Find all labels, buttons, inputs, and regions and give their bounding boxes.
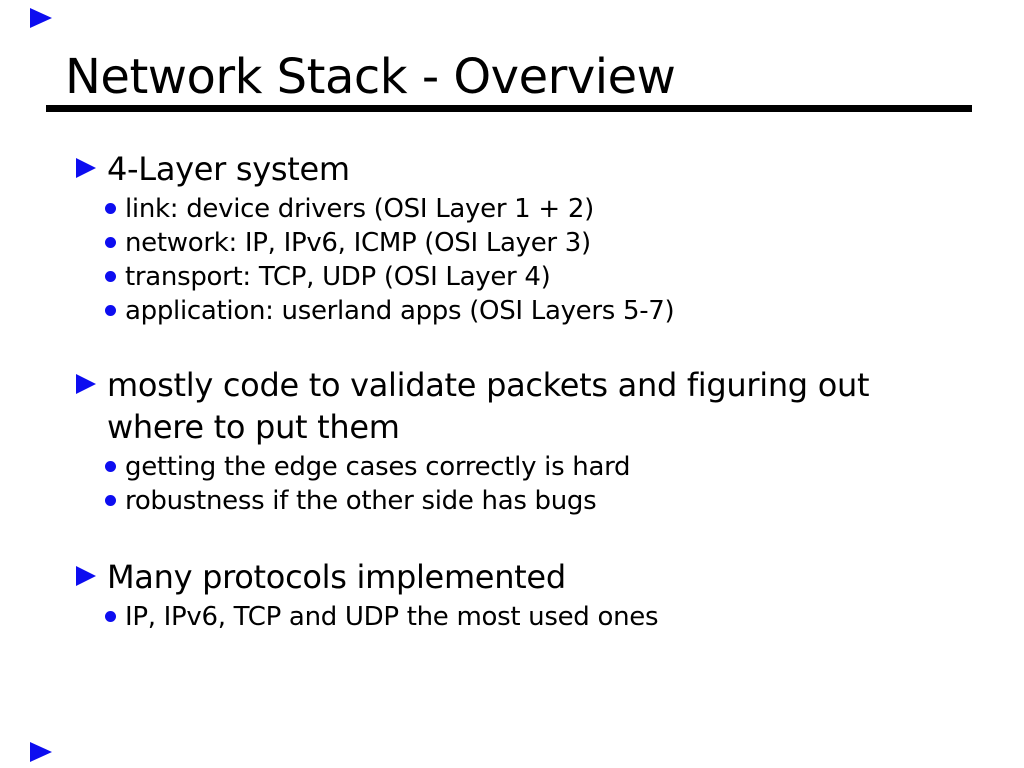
bullet-line: mostly code to validate packets and figu…	[107, 366, 870, 404]
corner-triangle-top-icon	[30, 8, 52, 28]
bullet-group-1: 4-Layer system link: device drivers (OSI…	[76, 148, 976, 328]
bullet-text: 4-Layer system	[107, 148, 350, 190]
dot-bullet-icon	[105, 237, 116, 248]
sub-bullet-text: network: IP, IPv6, ICMP (OSI Layer 3)	[125, 228, 591, 258]
sub-bullet-list: link: device drivers (OSI Layer 1 + 2) n…	[76, 192, 976, 328]
sub-bullet-item: link: device drivers (OSI Layer 1 + 2)	[105, 192, 976, 226]
sub-bullet-text: transport: TCP, UDP (OSI Layer 4)	[125, 262, 551, 292]
sub-bullet-text: application: userland apps (OSI Layers 5…	[125, 296, 675, 326]
slide-title: Network Stack - Overview	[65, 49, 676, 105]
sub-bullet-list: IP, IPv6, TCP and UDP the most used ones	[76, 600, 976, 634]
bullet-text: mostly code to validate packets and figu…	[107, 364, 870, 448]
sub-bullet-list: getting the edge cases correctly is hard…	[76, 450, 976, 518]
bullet-group-2: mostly code to validate packets and figu…	[76, 364, 976, 518]
bullet-line: where to put them	[107, 408, 400, 446]
dot-bullet-icon	[105, 495, 116, 506]
sub-bullet-item: transport: TCP, UDP (OSI Layer 4)	[105, 260, 976, 294]
sub-bullet-item: network: IP, IPv6, ICMP (OSI Layer 3)	[105, 226, 976, 260]
dot-bullet-icon	[105, 305, 116, 316]
dot-bullet-icon	[105, 271, 116, 282]
sub-bullet-text: getting the edge cases correctly is hard	[125, 452, 631, 482]
bullet-line: 4-Layer system	[107, 150, 350, 188]
bullet-group-3: Many protocols implemented IP, IPv6, TCP…	[76, 556, 976, 634]
bullet-item: 4-Layer system	[76, 148, 976, 190]
sub-bullet-text: link: device drivers (OSI Layer 1 + 2)	[125, 194, 594, 224]
sub-bullet-item: application: userland apps (OSI Layers 5…	[105, 294, 976, 328]
title-underline	[46, 105, 972, 112]
sub-bullet-text: IP, IPv6, TCP and UDP the most used ones	[125, 602, 659, 632]
bullet-item: mostly code to validate packets and figu…	[76, 364, 976, 448]
bullet-line: Many protocols implemented	[107, 558, 566, 596]
sub-bullet-item: IP, IPv6, TCP and UDP the most used ones	[105, 600, 976, 634]
sub-bullet-text: robustness if the other side has bugs	[125, 486, 597, 516]
triangle-bullet-icon	[76, 374, 96, 394]
dot-bullet-icon	[105, 461, 116, 472]
dot-bullet-icon	[105, 203, 116, 214]
sub-bullet-item: robustness if the other side has bugs	[105, 484, 976, 518]
triangle-bullet-icon	[76, 566, 96, 586]
dot-bullet-icon	[105, 611, 116, 622]
corner-triangle-bottom-icon	[30, 742, 52, 762]
bullet-item: Many protocols implemented	[76, 556, 976, 598]
sub-bullet-item: getting the edge cases correctly is hard	[105, 450, 976, 484]
triangle-bullet-icon	[76, 158, 96, 178]
bullet-text: Many protocols implemented	[107, 556, 566, 598]
